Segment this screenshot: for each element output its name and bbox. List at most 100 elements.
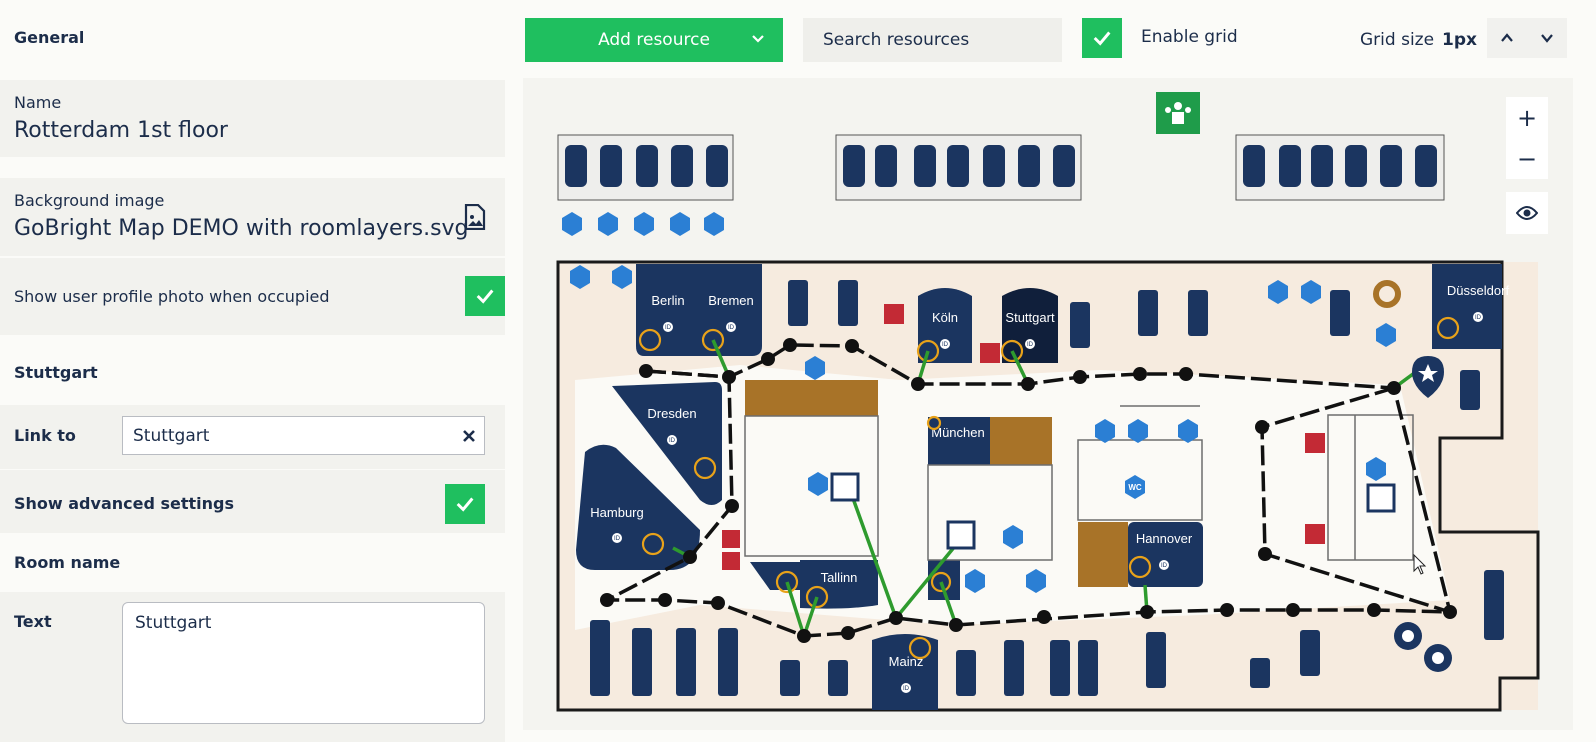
add-resource-label: Add resource — [598, 30, 710, 50]
brown-rooms — [745, 380, 1128, 587]
label-berlin: Berlin — [651, 293, 684, 308]
name-field-group[interactable]: Name Rotterdam 1st floor — [0, 80, 505, 157]
fire-safety-icons — [722, 304, 1325, 570]
room-name-title: Room name — [14, 553, 121, 572]
name-value[interactable]: Rotterdam 1st floor — [14, 118, 228, 143]
inner-walls — [744, 405, 1414, 561]
room-tallinn — [800, 560, 878, 609]
room-labels: Berlin Bremen Köln Stuttgart Düsseldorf … — [590, 283, 1509, 669]
mouse-cursor-icon — [1413, 554, 1427, 575]
chevron-down-icon — [1541, 34, 1553, 43]
room-dresden — [612, 382, 722, 505]
zoom-controls: + − — [1506, 97, 1548, 179]
room-munchen — [928, 417, 990, 465]
outer-wall — [556, 260, 1540, 712]
profile-photo-checkbox[interactable] — [465, 276, 505, 316]
svg-text:WC: WC — [1128, 483, 1142, 492]
grid-size-stepper — [1487, 18, 1567, 58]
add-resource-button[interactable]: Add resource — [525, 18, 783, 62]
room-dusseldorf — [1432, 264, 1502, 349]
visibility-toggle-button[interactable] — [1506, 192, 1548, 234]
room-stuttgart — [1002, 288, 1058, 363]
check-icon — [1093, 31, 1111, 46]
link-to-input[interactable]: Stuttgart — [122, 416, 485, 455]
properties-panel: General Name Rotterdam 1st floor Backgro… — [0, 0, 505, 742]
label-mainz: Mainz — [889, 654, 924, 669]
wc-icon: WC — [1125, 475, 1145, 499]
amenity-icons — [570, 265, 1396, 593]
grid-size-down-button[interactable] — [1527, 18, 1567, 58]
route-path — [606, 343, 1452, 638]
rooms — [576, 264, 1502, 710]
svg-text:ID: ID — [1161, 563, 1168, 569]
room-name-section: Room name — [0, 534, 505, 592]
floor-plan: Berlin Bremen Köln Stuttgart Düsseldorf … — [556, 92, 1540, 712]
selected-room-section: Stuttgart — [0, 337, 505, 405]
check-icon — [456, 497, 474, 512]
profile-photo-label: Show user profile photo when occupied — [14, 287, 330, 306]
clear-icon[interactable] — [462, 429, 476, 443]
text-textarea[interactable]: Stuttgart — [122, 602, 485, 724]
checkin-icons — [638, 316, 1460, 660]
ev-charger-icons — [562, 212, 724, 236]
room-hannover — [1128, 522, 1203, 587]
text-label: Text — [14, 612, 52, 631]
link-to-label: Link to — [14, 426, 76, 445]
link-to-value: Stuttgart — [133, 425, 210, 446]
general-section: General — [0, 0, 505, 78]
label-stuttgart: Stuttgart — [1005, 310, 1055, 325]
lounge-seating — [1394, 622, 1452, 672]
label-dresden: Dresden — [647, 406, 696, 421]
assembly-point-icon — [1156, 92, 1200, 134]
label-munchen: München — [931, 425, 984, 440]
text-value: Stuttgart — [135, 613, 212, 633]
background-image-value[interactable]: GoBright Map DEMO with roomlayers.svg — [14, 216, 469, 241]
chevron-up-icon — [1501, 33, 1513, 42]
advanced-settings-checkbox[interactable] — [445, 484, 485, 524]
zoom-out-button[interactable]: − — [1516, 144, 1538, 173]
grid-size-value: 1px — [1442, 30, 1477, 50]
selected-room-title: Stuttgart — [14, 363, 98, 382]
route-nodes — [600, 338, 1457, 643]
svg-text:ID: ID — [1027, 342, 1034, 348]
plant-icon — [1373, 280, 1401, 308]
search-input[interactable]: Search resources — [803, 18, 1062, 62]
svg-text:ID: ID — [1475, 315, 1482, 321]
image-file-icon[interactable] — [464, 204, 486, 230]
svg-text:ID: ID — [665, 325, 672, 331]
enable-grid-checkbox[interactable] — [1082, 18, 1122, 58]
svg-text:ID: ID — [728, 325, 735, 331]
label-koln: Köln — [932, 310, 958, 325]
general-title: General — [14, 28, 85, 47]
link-to-row: Link to Stuttgart — [0, 405, 505, 469]
profile-photo-row: Show user profile photo when occupied — [0, 258, 505, 335]
check-icon — [476, 289, 494, 304]
svg-text:ID: ID — [942, 342, 949, 348]
room-berlin — [636, 264, 700, 356]
parking-row-right — [1235, 134, 1445, 201]
room-hamburg — [576, 444, 700, 570]
zoom-in-button[interactable]: + — [1516, 103, 1538, 132]
desks — [590, 280, 1504, 696]
label-hamburg: Hamburg — [590, 505, 643, 520]
advanced-settings-label: Show advanced settings — [14, 494, 235, 513]
background-image-group[interactable]: Background image GoBright Map DEMO with … — [0, 178, 505, 256]
room-bremen — [700, 264, 762, 356]
floor-map-canvas[interactable]: Berlin Bremen Köln Stuttgart Düsseldorf … — [523, 78, 1573, 730]
elevator-icons — [830, 472, 1396, 550]
text-row: Text Stuttgart — [0, 592, 505, 742]
favorite-pin-icon — [1412, 356, 1444, 398]
svg-text:ID: ID — [669, 438, 676, 444]
parking-row-middle — [835, 134, 1082, 201]
grid-size-up-button[interactable] — [1487, 18, 1527, 58]
advanced-settings-row: Show advanced settings — [0, 470, 505, 533]
eye-icon — [1516, 206, 1538, 220]
label-hannover: Hannover — [1136, 531, 1193, 546]
name-label: Name — [14, 93, 62, 112]
room-koln — [918, 288, 972, 363]
svg-text:ID: ID — [614, 536, 621, 542]
id-badges: ID ID ID ID ID ID ID ID ID — [612, 312, 1483, 693]
room-mainz — [872, 634, 938, 710]
search-placeholder: Search resources — [823, 30, 970, 50]
